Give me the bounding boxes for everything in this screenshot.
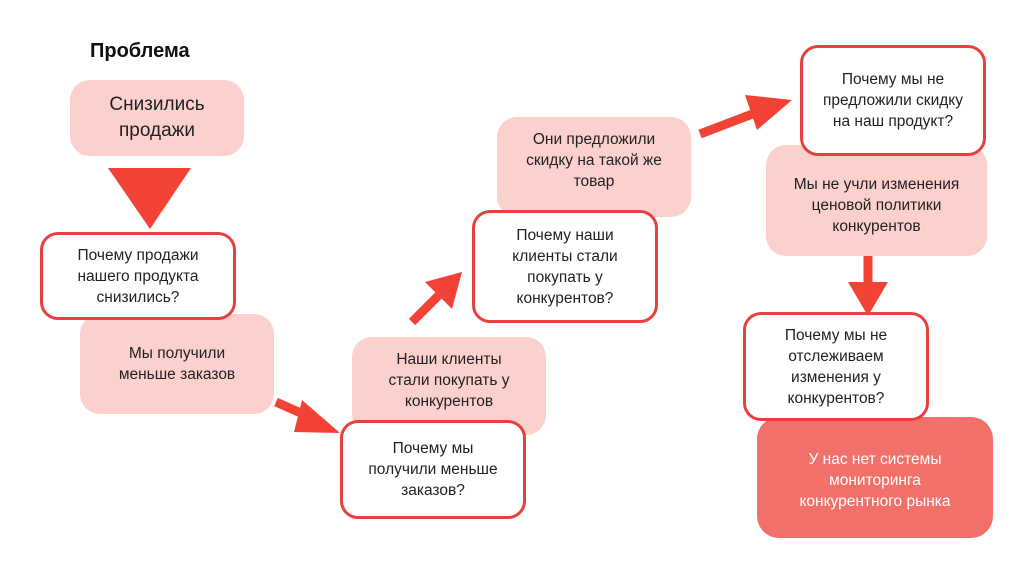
down-triangle-arrow-icon bbox=[108, 168, 191, 229]
arrow-icon bbox=[274, 397, 340, 433]
arrow-icon bbox=[848, 256, 888, 316]
answer-3-node: Они предложили скидку на такой же товар bbox=[497, 117, 691, 217]
diagram-title: Проблема bbox=[90, 40, 190, 62]
why-2-node: Почему мы получили меньше заказов? bbox=[340, 420, 526, 519]
root-cause-node: У нас нет системы мониторинга конкурентн… bbox=[757, 417, 993, 538]
answer-1-node: Мы получили меньше заказов bbox=[80, 314, 274, 414]
why-3-node: Почему наши клиенты стали покупать у кон… bbox=[472, 210, 658, 323]
arrow-icon bbox=[408, 272, 462, 326]
answer-4-node: Мы не учли изменения ценовой политики ко… bbox=[766, 145, 987, 256]
why-1-node: Почему продажи нашего продукта снизились… bbox=[40, 232, 236, 320]
problem-node: Снизились продажи bbox=[70, 80, 244, 156]
answer-2-node: Наши клиенты стали покупать у конкуренто… bbox=[352, 337, 546, 435]
why-5-node: Почему мы не отслеживаем изменения у кон… bbox=[743, 312, 929, 421]
arrow-icon bbox=[698, 95, 792, 139]
why-4-node: Почему мы не предложили скидку на наш пр… bbox=[800, 45, 986, 156]
